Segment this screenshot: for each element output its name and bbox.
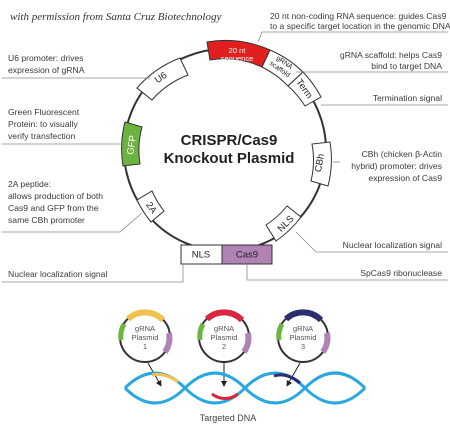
leader-2a [2, 212, 143, 233]
mini-plasmid-2-number: 2 [222, 342, 226, 351]
nls-left-label: NLS [192, 250, 210, 261]
annotation-cbh-line1: CBh (chicken β-Actin [362, 149, 443, 159]
segment-cas9: Cas9 [221, 244, 273, 265]
mini-plasmid-1-line1: gRNA [135, 324, 156, 333]
annotation-nls-right: Nuclear localization signal [343, 240, 442, 250]
cas9-label: Cas9 [236, 250, 258, 261]
annotation-gfp-line1: Green Fluorescent [8, 107, 80, 117]
arrow-3 [286, 362, 301, 387]
mini-plasmid-2-line2: Plasmid [210, 333, 237, 342]
sequence-label-1: 20 nt [229, 46, 247, 55]
mini-plasmid-1-accent [125, 309, 166, 323]
annotation-u6-line2: expression of gRNA [8, 65, 85, 75]
mini-plasmid-1-line2: Plasmid [131, 333, 158, 342]
segment-20nt-sequence: 20 nt sequence [206, 40, 271, 68]
annotation-2a-line2: allows production of both [8, 191, 103, 201]
leader-nls-left [2, 264, 184, 283]
mini-plasmid-2-accent [204, 309, 245, 323]
annotation-termination: Termination signal [373, 93, 442, 103]
leader-nls-right [295, 231, 448, 253]
mini-plasmid-2: gRNA Plasmid 2 [197, 309, 252, 363]
targeted-dna-helix [123, 371, 367, 405]
mini-plasmid-3-line2: Plasmid [289, 333, 316, 342]
segment-cbh: CBh [310, 141, 332, 187]
annotation-2a-line3: Cas9 and GFP from the [8, 203, 99, 213]
annotation-gfp-line2: Protein: to visually [8, 119, 78, 129]
sequence-label-2: sequence [221, 54, 254, 63]
annotation-scaffold-line2: bind to target DNA [371, 61, 442, 71]
cbh-label: CBh [313, 153, 327, 173]
annotation-sequence-line2: to a specific target location in the gen… [270, 21, 450, 31]
mini-plasmid-3-line1: gRNA [293, 324, 314, 333]
segment-nls-right: NLS [265, 205, 302, 242]
annotation-scaffold-line1: gRNA scaffold: helps Cas9 [340, 50, 442, 60]
annotation-gfp-line3: verify transfection [8, 131, 76, 141]
plasmid-title-line2: Knockout Plasmid [164, 150, 295, 167]
segment-gfp: GFP [121, 121, 143, 167]
annotation-sequence-line1: 20 nt non-coding RNA sequence: guides Ca… [270, 11, 447, 21]
segment-u6: U6 [136, 57, 189, 101]
mini-plasmid-3-number: 3 [301, 342, 305, 351]
gfp-label: GFP [125, 135, 139, 156]
annotation-cbh-line2: hybrid) promoter: drives [351, 161, 442, 171]
mini-plasmid-1: gRNA Plasmid 1 [118, 309, 173, 363]
plasmid-title-line1: CRISPR/Cas9 [181, 132, 278, 149]
annotation-nls-left: Nuclear localization signal [8, 269, 107, 279]
segment-nls-left: NLS [180, 244, 223, 265]
annotation-2a-line4: same CBh promoter [8, 215, 85, 225]
annotation-spcas9: SpCas9 ribonuclease [360, 268, 442, 278]
leader-cas9 [246, 264, 448, 281]
targeted-dna-label: Targeted DNA [200, 413, 257, 423]
annotation-u6-line1: U6 promoter: drives [8, 53, 83, 63]
mini-plasmid-3-accent [283, 309, 324, 323]
annotation-2a-line1: 2A peptide: [8, 179, 51, 189]
leader-sequence [257, 31, 448, 43]
segment-2a: 2A [136, 190, 165, 223]
mini-plasmid-3: gRNA Plasmid 3 [276, 309, 331, 363]
mini-plasmid-1-number: 1 [143, 342, 147, 351]
segment-term: Term [287, 71, 322, 107]
mini-plasmid-2-line1: gRNA [214, 324, 235, 333]
annotation-cbh-line3: expression of Cas9 [368, 173, 442, 183]
permission-text: with permission from Santa Cruz Biotechn… [10, 11, 221, 23]
